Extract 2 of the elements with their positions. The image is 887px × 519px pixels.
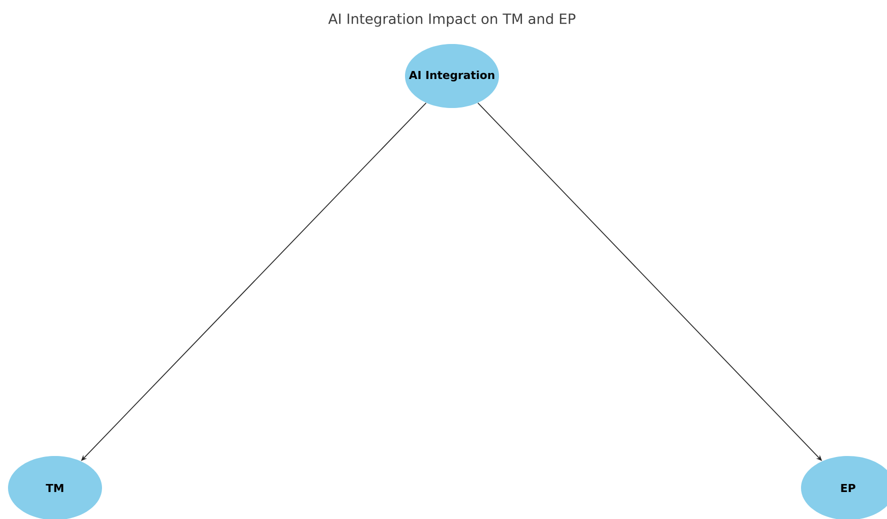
title: AI Integration Impact on TM and EP	[328, 13, 576, 27]
circle-node: AI Integration	[405, 44, 499, 108]
